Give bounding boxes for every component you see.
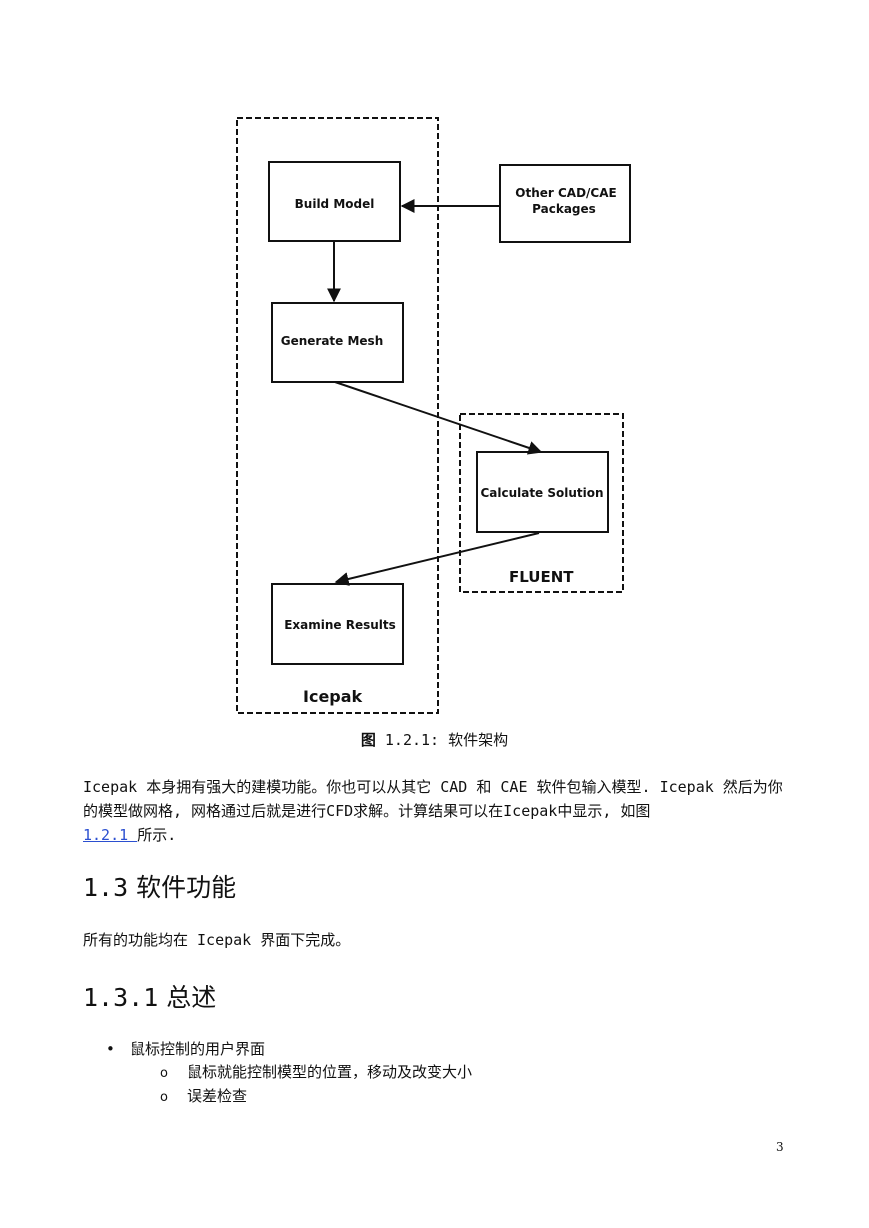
intro-paragraph: Icepak 本身拥有强大的建模功能。你也可以从其它 CAD 和 CAE 软件包… <box>83 775 788 847</box>
architecture-diagram: Icepak FLUENT Build Model Generate Mesh … <box>236 117 631 714</box>
section-1-3-text: 所有的功能均在 Icepak 界面下完成。 <box>83 931 351 949</box>
list-item: • 鼠标控制的用户界面 <box>106 1038 265 1059</box>
list-item-text: 鼠标控制的用户界面 <box>130 1040 266 1058</box>
circle-bullet-icon: o <box>160 1066 168 1081</box>
figure-link[interactable]: 1.2.1 <box>83 826 138 844</box>
other-cad-label-line2: Packages <box>532 202 596 216</box>
arrow-mesh-to-solution <box>334 381 543 455</box>
sub-list-item: o 误差检查 <box>160 1085 247 1106</box>
sub-list-item-text: 鼠标就能控制模型的位置，移动及改变大小 <box>187 1063 473 1081</box>
fluent-group-border <box>459 413 624 593</box>
icepak-group-border <box>236 117 439 714</box>
caption-label: 图 <box>360 731 376 749</box>
caption-title: 软件架构 <box>448 731 509 749</box>
build-model-label: Build Model <box>295 197 375 211</box>
caption-number: 1.2.1: <box>384 731 440 749</box>
section-number: 1.3 <box>83 873 129 902</box>
section-heading-1-3: 1.3 软件功能 <box>83 868 236 904</box>
intro-text: Icepak 本身拥有强大的建模功能。你也可以从其它 CAD 和 CAE 软件包… <box>83 778 783 820</box>
subsection-title: 总述 <box>166 983 217 1012</box>
examine-results-label: Examine Results <box>284 618 396 632</box>
intro-text-end: 所示. <box>137 826 177 844</box>
calculate-solution-label: Calculate Solution <box>480 486 603 500</box>
icepak-group-label: Icepak <box>303 687 363 706</box>
figure-caption: 图 1.2.1: 软件架构 <box>0 729 869 750</box>
other-cad-label-line1: Other CAD/CAE <box>515 186 616 200</box>
sub-list-item: o 鼠标就能控制模型的位置，移动及改变大小 <box>160 1061 472 1082</box>
page-number: 3 <box>776 1140 784 1154</box>
subsection-number: 1.3.1 <box>83 983 159 1012</box>
other-cad-box <box>499 164 631 243</box>
calculate-solution-box <box>476 451 609 533</box>
circle-bullet-icon: o <box>160 1090 168 1105</box>
section-heading-1-3-1: 1.3.1 总述 <box>83 978 216 1014</box>
build-model-box <box>268 161 401 242</box>
fluent-group-label: FLUENT <box>509 568 574 586</box>
sub-list-item-text: 误差检查 <box>187 1087 248 1105</box>
arrow-solution-to-results <box>334 532 540 586</box>
generate-mesh-label: Generate Mesh <box>281 334 384 348</box>
section-title: 软件功能 <box>136 873 237 902</box>
bullet-icon: • <box>106 1040 115 1058</box>
